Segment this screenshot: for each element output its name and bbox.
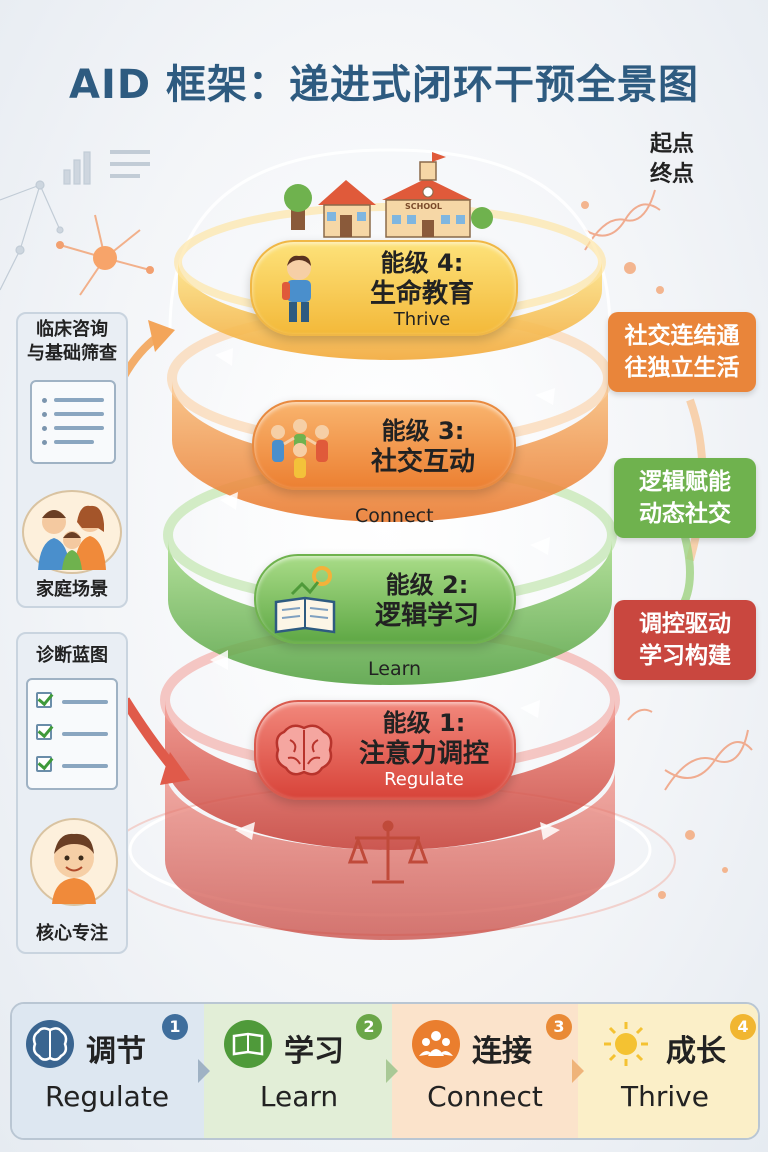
book-icon xyxy=(224,1020,272,1068)
level-3-english: Connect xyxy=(355,505,434,527)
brain-icon xyxy=(26,1020,74,1068)
stage-thrive[interactable]: 成长 Thrive 4 xyxy=(578,1004,758,1138)
stage-connect[interactable]: 连接 Connect 3 xyxy=(392,1004,578,1138)
clinical-label: 临床咨询 与基础筛查 xyxy=(27,319,117,364)
screening-document-icon xyxy=(30,380,116,464)
level-3-number: 能级 3: xyxy=(381,417,465,445)
child-backpack-icon xyxy=(274,252,324,328)
stage-connect-en: Connect xyxy=(427,1080,543,1113)
page-title: AID 框架：递进式闭环干预全景图 xyxy=(69,62,699,108)
level-2-name: 逻辑学习 xyxy=(374,601,479,631)
level-4-english: Thrive xyxy=(393,309,451,330)
end-label: 终点 xyxy=(650,162,695,187)
diagnosis-checklist-icon xyxy=(26,678,118,790)
start-label: 起点 xyxy=(650,132,695,157)
people-icon xyxy=(412,1020,460,1068)
level-2-english: Learn xyxy=(368,658,422,680)
school-sign: SCHOOL xyxy=(405,202,443,211)
callout-regulate-learning: 调控驱动 学习构建 xyxy=(614,600,756,680)
stage-3-badge: 3 xyxy=(546,1014,572,1040)
level-1-name: 注意力调控 xyxy=(358,739,489,769)
stage-thrive-en: Thrive xyxy=(621,1080,709,1113)
stage-regulate[interactable]: 调节 Regulate 1 xyxy=(12,1004,204,1138)
stage-2-badge: 2 xyxy=(356,1014,382,1040)
stage-regulate-en: Regulate xyxy=(44,1080,170,1113)
sun-icon xyxy=(602,1020,650,1068)
bottom-stage-bar: 调节 Regulate 1 学习 Learn 2 连接 Connect 3 成长… xyxy=(10,1002,760,1140)
child-avatar-icon xyxy=(30,818,118,906)
callout-social-independence: 社交连结通 往独立生活 xyxy=(608,312,756,392)
level-3-name: 社交互动 xyxy=(370,447,475,477)
stage-1-badge: 1 xyxy=(162,1014,188,1040)
stage-regulate-zh: 调节 xyxy=(86,1034,146,1069)
home-school-icon xyxy=(284,152,493,238)
group-people-icon xyxy=(266,414,334,480)
stage-learn-en: Learn xyxy=(259,1080,339,1113)
level-2-pill[interactable]: 能级 2: 逻辑学习 xyxy=(254,554,516,644)
stage-learn[interactable]: 学习 Learn 2 xyxy=(204,1004,392,1138)
level-4-number: 能级 4: xyxy=(380,249,464,277)
family-scene-label: 家庭场景 xyxy=(36,579,108,600)
stage-separators xyxy=(198,1059,584,1083)
stage-thrive-zh: 成长 xyxy=(666,1034,726,1069)
level-3-pill[interactable]: 能级 3: 社交互动 xyxy=(252,400,516,490)
stage-connect-zh: 连接 xyxy=(472,1034,532,1069)
stage-4-badge: 4 xyxy=(730,1014,756,1040)
open-book-icon xyxy=(272,562,338,638)
stage-learn-zh: 学习 xyxy=(284,1034,344,1069)
level-1-number: 能级 1: xyxy=(382,709,466,737)
scale-icon xyxy=(347,820,429,884)
level-4-name: 生命教育 xyxy=(369,279,474,309)
level-1-english: Regulate xyxy=(384,769,464,790)
diagnosis-label: 诊断蓝图 xyxy=(36,645,108,666)
core-focus-label: 核心专注 xyxy=(36,923,108,944)
level-1-pill[interactable]: 能级 1: 注意力调控 Regulate xyxy=(254,700,516,800)
callout-logic-social: 逻辑赋能 动态社交 xyxy=(614,458,756,538)
brain-icon xyxy=(272,718,336,782)
start-end-label: 起点 终点 xyxy=(650,130,694,190)
level-4-pill[interactable]: 能级 4: 生命教育 Thrive xyxy=(250,240,518,336)
level-2-number: 能级 2: xyxy=(385,571,469,599)
family-icon xyxy=(22,490,122,574)
